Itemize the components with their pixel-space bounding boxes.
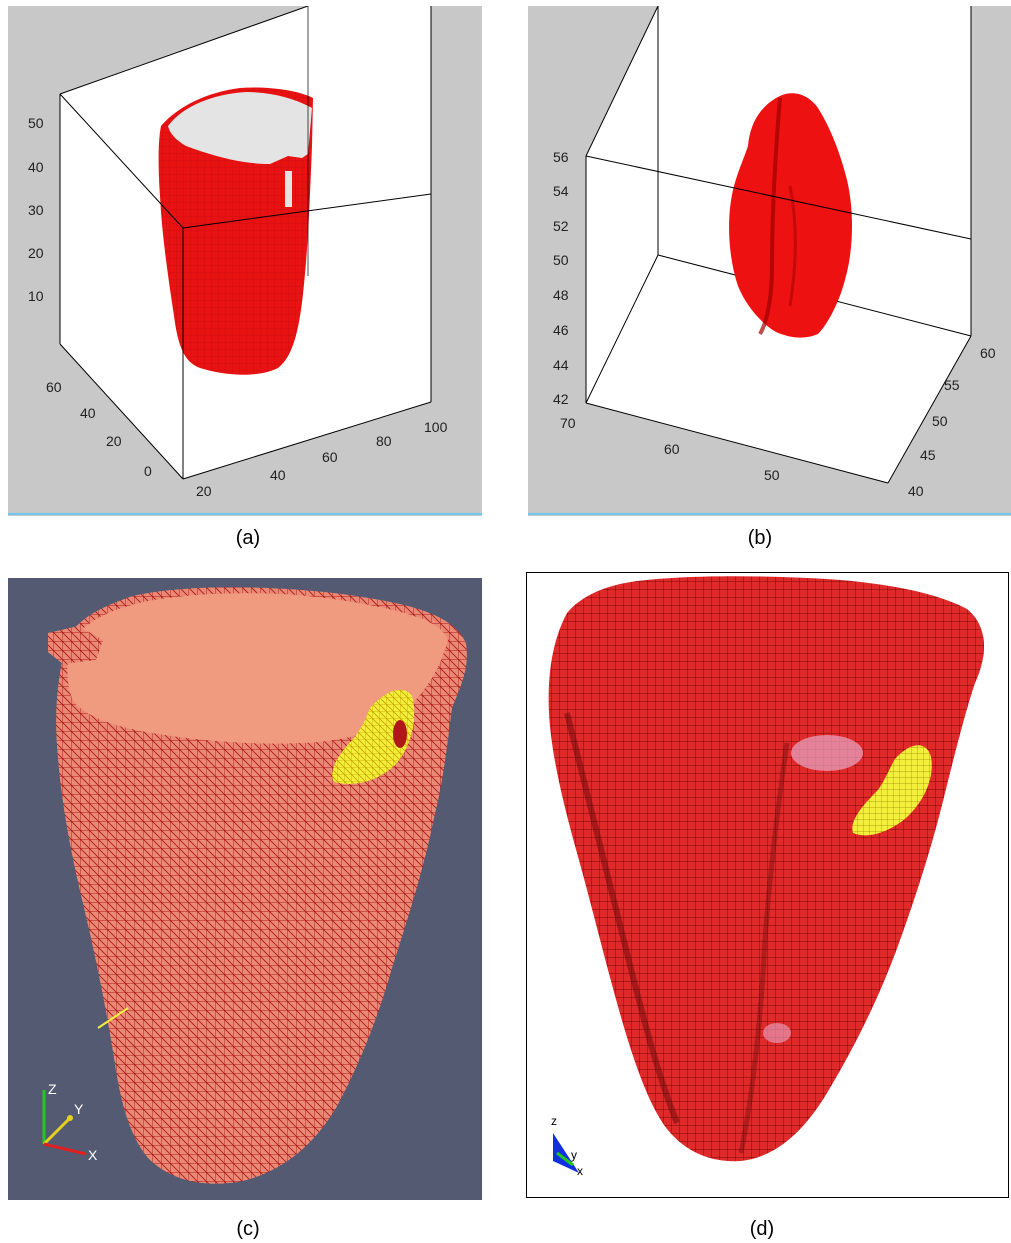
z-tick: 44 [553,357,569,373]
voxel-volume [548,576,985,1162]
box-edge [59,343,184,480]
volume-fold [758,97,782,336]
pink-patch [791,735,863,771]
panel-a-plot: 50 40 30 20 10 60 40 20 0 20 40 60 80 10… [8,6,482,516]
x-axis-label: x [577,1164,583,1178]
z-tick: 50 [28,115,44,131]
x-tick: 60 [664,441,680,457]
z-tick: 20 [28,245,44,261]
panel-a: 50 40 30 20 10 60 40 20 0 20 40 60 80 10… [8,6,482,516]
x-tick: 40 [270,467,286,483]
z-tick: 52 [553,218,569,234]
box-edge [585,402,889,484]
axes-triad: z y x [551,1114,583,1178]
panel-d-render: z y x [527,573,1008,1197]
y-tick: 60 [980,345,996,361]
y-axis-line [556,1151,574,1167]
y-tick: 45 [920,447,936,463]
axes-triad: Z Y X [42,1081,98,1163]
panel-b: 56 54 52 50 48 46 44 42 70 60 50 60 55 5… [528,6,1011,516]
x-tick: 20 [196,483,212,499]
highlight-region [332,689,415,784]
red-volume [729,93,852,338]
x-tick: 100 [424,419,448,435]
panel-c-render: Z Y X [8,578,482,1200]
z-axis-label: z [551,1114,557,1128]
cavity-top [67,593,448,744]
x-axis-label: X [88,1147,98,1163]
box-edge [182,401,432,480]
x-tick: 80 [376,433,392,449]
y-tick: 50 [932,413,948,429]
z-tick: 54 [553,183,569,199]
y-axis-line [42,1116,72,1146]
volume-fold [788,185,797,307]
floor [60,276,431,479]
box-edge [59,93,184,229]
z-tick: 50 [553,252,569,268]
box-edge [585,6,659,157]
panel-c: Z Y X [8,578,482,1200]
y-axis-label: Y [74,1101,84,1117]
box-edge [585,155,972,240]
x-tick: 70 [560,415,576,431]
mesh-fragment [48,626,103,664]
voxel-top [568,578,965,726]
z-tick: 48 [553,287,569,303]
z-tick: 30 [28,202,44,218]
top-cap [168,92,312,164]
box-edge [182,193,432,229]
x-tick: 60 [322,449,338,465]
caption-d: (d) [749,1218,775,1240]
probe-line [97,1007,129,1029]
x-axis-line [43,1142,87,1156]
box-edge [585,254,659,404]
panel-d: z y x [526,572,1009,1198]
y-tick: 40 [80,405,96,421]
panel-b-plot: 56 54 52 50 48 46 44 42 70 60 50 60 55 5… [528,6,1011,516]
y-tick: 0 [144,463,152,479]
highlight-region [852,745,932,836]
x-tick: 50 [764,467,780,483]
y-tick: 60 [46,379,62,395]
shadow-fold [738,742,790,1154]
box-edge [59,6,309,95]
y-tick: 55 [944,377,960,393]
z-axis-label: Z [48,1081,57,1097]
z-tick: 10 [28,288,44,304]
box-edge [887,335,972,484]
z-tick: 56 [553,149,569,165]
y-axis-label: y [571,1148,577,1162]
y-axis-tip [67,1115,73,1121]
cap-slit [285,171,292,207]
y-tick: 40 [908,483,924,499]
caption-a: (a) [235,527,261,549]
shadow-fold [564,712,680,1125]
highlight-hole [393,720,407,748]
y-tick: 20 [106,433,122,449]
caption-c: (c) [236,1218,260,1240]
z-tick: 42 [553,391,569,407]
pink-patch [763,1023,791,1043]
caption-b: (b) [747,527,773,549]
z-tick: 40 [28,159,44,175]
z-tick: 46 [553,322,569,338]
